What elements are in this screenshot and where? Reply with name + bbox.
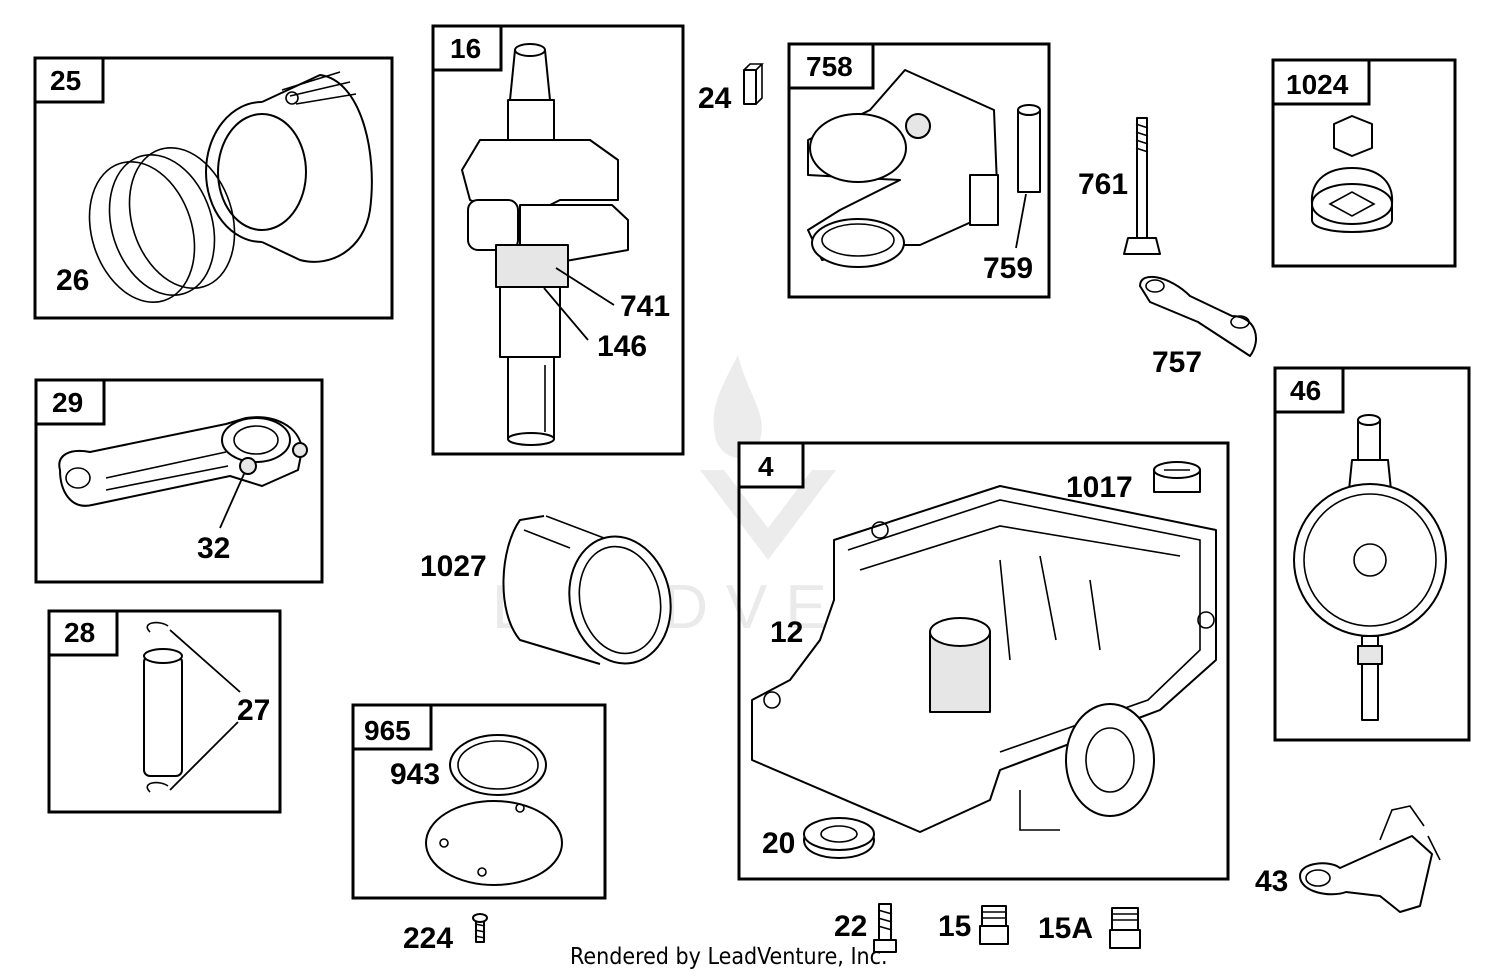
part-number-28[interactable]: 28 [64,617,95,648]
part-number-761[interactable]: 761 [1078,168,1128,201]
part-number-4[interactable]: 4 [758,451,774,482]
group-1024-rotor: 1024 [1271,58,1457,268]
part-number-20[interactable]: 20 [762,827,795,860]
part-43-governor [1299,805,1441,913]
part-1017-cap-illustration [1153,461,1201,493]
connecting-rod-illustration [58,416,308,507]
group-758-balancer: 758 759 [787,42,1051,299]
group-4-sump: 4 1017 12 20 [737,441,1230,881]
part-number-1017[interactable]: 1017 [1066,471,1133,504]
part-761-screw [1123,117,1161,255]
part-number-27[interactable]: 27 [237,694,270,727]
part-number-1024[interactable]: 1024 [1286,69,1349,100]
part-number-22[interactable]: 22 [834,910,867,943]
gasket-943-illustration [449,734,547,796]
part-number-32[interactable]: 32 [197,532,230,565]
part-number-25[interactable]: 25 [50,65,81,96]
part-1027-oil-filter [502,515,672,665]
part-22-bolt [873,903,897,953]
part-number-943[interactable]: 943 [390,758,440,791]
group-29-connecting-rod: 29 32 [34,378,324,584]
leader-27-upper [169,629,241,693]
crankshaft-illustration [461,43,629,446]
part-number-43[interactable]: 43 [1255,865,1288,898]
part-757-link [1139,276,1257,357]
part-24-key [743,63,764,105]
pin-759-illustration [1017,104,1041,193]
balancer-illustration [807,69,999,268]
group-25-piston: 25 26 [33,56,394,320]
leader-32 [219,473,245,529]
part-number-29[interactable]: 29 [52,387,83,418]
part-number-741[interactable]: 741 [620,290,670,323]
part-number-46[interactable]: 46 [1290,375,1321,406]
group-28-piston-pin: 28 27 [47,609,282,814]
part-number-224[interactable]: 224 [403,922,453,955]
part-number-12[interactable]: 12 [770,616,803,649]
sump-illustration [751,485,1217,833]
part-20-seal-illustration [803,817,875,859]
part-224-screw [472,913,488,943]
part-number-965[interactable]: 965 [364,715,411,746]
piston-rings-illustration [88,147,236,303]
watermark-logo [700,355,836,560]
cover-plate-illustration [425,800,563,886]
part-number-26[interactable]: 26 [56,264,89,297]
footer-credit: Rendered by LeadVenture, Inc. [570,944,888,970]
group-46-camshaft: 46 [1273,366,1471,742]
leader-27-lower [169,721,239,791]
part-number-146[interactable]: 146 [597,330,647,363]
part-15-plug [979,905,1009,945]
piston-illustration [205,71,373,263]
part-number-1027[interactable]: 1027 [420,550,487,583]
leader-146 [543,287,589,341]
part-number-15[interactable]: 15 [938,910,971,943]
piston-pin-illustration [143,621,183,793]
leader-759 [1015,193,1027,249]
camshaft-illustration [1293,414,1447,721]
part-15A-plug [1109,907,1141,949]
part-number-757[interactable]: 757 [1152,346,1202,379]
part-number-24[interactable]: 24 [698,82,732,115]
part-number-15A[interactable]: 15A [1038,912,1093,945]
part-number-759[interactable]: 759 [983,252,1033,285]
rotor-illustration [1310,115,1394,233]
part-number-16[interactable]: 16 [450,33,481,64]
leader-741 [555,267,615,306]
group-965-cover: 965 943 [351,703,607,900]
group-16-crankshaft: 16 741 146 [431,24,685,456]
part-number-758[interactable]: 758 [806,51,853,82]
